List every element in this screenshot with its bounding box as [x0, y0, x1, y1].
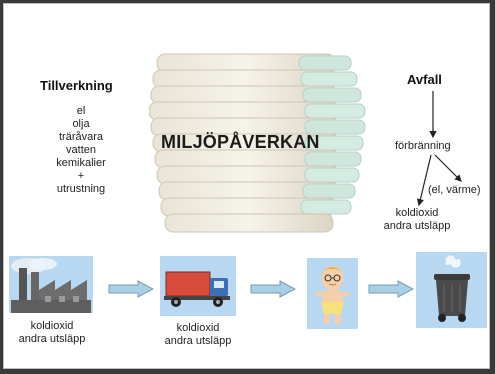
manufacturing-item: träråvara [58, 131, 104, 143]
waste-flow-arrows [416, 91, 462, 207]
factory-caption-line: andra utsläpp [18, 333, 86, 345]
baby-icon [315, 266, 350, 324]
truck-caption-line: andra utsläpp [164, 335, 232, 347]
diaper-stack-icon [149, 53, 366, 233]
truck-caption-line: koldioxid [176, 322, 220, 334]
waste-emission-line: koldioxid [395, 207, 439, 219]
flow-arrow-1 [108, 280, 154, 298]
truck-icon [164, 271, 230, 307]
manufacturing-item: el [76, 105, 86, 117]
manufacturing-item: + [77, 170, 85, 182]
factory-icon [11, 258, 91, 313]
trash-bin-icon [434, 255, 470, 322]
flow-arrow-3 [368, 280, 414, 298]
flow-arrow-2 [250, 280, 296, 298]
waste-emissions: koldioxid andra utsläpp [372, 207, 462, 233]
waste-title: Avfall [407, 72, 442, 87]
manufacturing-item: olja [72, 118, 90, 130]
factory-tile [9, 256, 93, 313]
trash-bin-tile [416, 252, 487, 328]
incineration-label: förbränning [395, 140, 451, 152]
factory-caption: koldioxid andra utsläpp [4, 320, 100, 346]
arrow-to-energy [434, 154, 462, 182]
slide: MILJÖPÅVERKAN Tillverkning el olja trärå… [3, 3, 490, 369]
truck-caption: koldioxid andra utsläpp [152, 322, 244, 348]
manufacturing-list: el olja träråvara vatten kemikalier + ut… [28, 105, 134, 196]
energy-label: (el, värme) [428, 184, 481, 196]
waste-emission-line: andra utsläpp [383, 220, 451, 232]
manufacturing-item: utrustning [56, 183, 106, 195]
manufacturing-item: vatten [66, 144, 96, 156]
center-label: MILJÖPÅVERKAN [161, 132, 320, 152]
factory-caption-line: koldioxid [30, 320, 74, 332]
arrow-to-emissions [416, 154, 432, 207]
manufacturing-item: kemikalier [56, 157, 106, 169]
baby-tile [307, 258, 358, 329]
manufacturing-title: Tillverkning [40, 78, 113, 93]
truck-tile [160, 256, 236, 316]
